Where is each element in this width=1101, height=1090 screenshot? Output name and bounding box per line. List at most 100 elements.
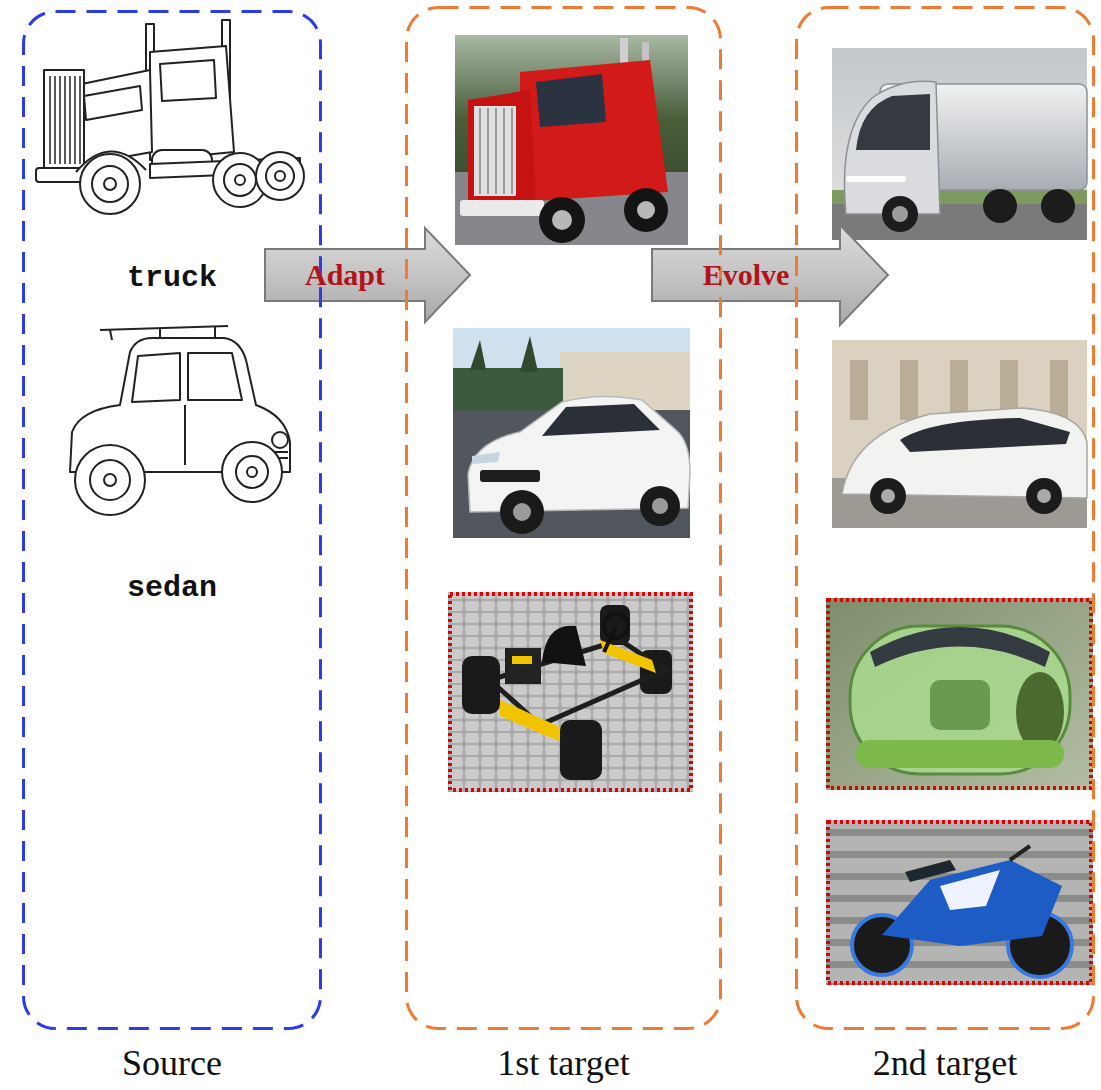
truck-line-drawing [104,178,116,190]
red-truck-photo [460,200,544,216]
futuristic-truck-render [856,94,930,150]
white-sedan-photo [652,498,668,514]
truck-line-drawing [59,76,61,164]
truck-line-drawing [49,76,51,164]
futuristic-car-render [1050,360,1068,420]
futuristic-car-render [1026,478,1062,514]
block-arrow [265,228,470,322]
red-truck-photo [520,60,668,202]
domain-panel: trucksedanSource [22,10,322,1030]
motorbike-render [905,860,956,882]
red-truck-photo [511,108,513,194]
futuristic-car-render [881,489,895,503]
dashed-outline [22,10,322,1030]
go-kart-render [500,700,566,744]
white-sedan-photo [500,490,544,534]
truck-line-drawing [36,20,304,214]
white-sedan-photo [513,503,531,521]
motorbike-render [882,860,1062,946]
red-truck-photo [552,210,572,230]
white-sedan-photo [640,486,680,526]
panel-caption: 1st target [405,1042,722,1084]
class-name: truck [22,260,322,296]
green-pod-render [870,627,1050,667]
go-kart-render [560,720,602,780]
arrow-label: Adapt [305,258,385,292]
futuristic-truck-render [983,189,1017,223]
truck-line-drawing [92,166,128,202]
dashed-outline [405,6,722,1030]
red-truck-photo [637,201,655,219]
white-sedan-photo [453,328,690,538]
truck-line-drawing [224,164,256,196]
dashed-outline [797,8,1094,1029]
motorbike-render [826,820,1093,985]
red-truck-photo [480,108,512,194]
truck-line-drawing [80,154,140,214]
futuristic-truck-render [846,176,906,182]
green-pod-render [850,626,1070,774]
sedan-line-drawing [75,445,145,515]
motorbike-render [940,870,1000,910]
truck-line-drawing [54,76,56,164]
truck-line-drawing [84,86,142,120]
white-sedan-photo [453,368,563,412]
dashed-outline [407,8,721,1029]
futuristic-car-render [832,340,1087,528]
truck-line-drawing [160,60,216,101]
sedan-line-drawing [222,442,282,502]
go-kart-render [462,656,500,714]
arrow-label: Evolve [703,258,790,292]
go-kart-render [505,648,541,684]
go-kart-render [600,605,630,645]
truck-line-drawing [275,171,285,181]
truck-line-drawing [74,76,76,164]
white-sedan-photo [472,452,500,464]
futuristic-truck-render [844,81,940,214]
panel-caption: Source [22,1042,322,1084]
white-sedan-photo [480,470,540,482]
red-truck-photo [468,90,536,212]
domain-panel: 1st target [405,6,722,1030]
futuristic-car-render [1037,489,1051,503]
red-truck-photo [536,74,606,127]
white-sedan-photo [470,340,486,370]
sedan-line-drawing [214,326,216,338]
truck-line-drawing [266,162,294,190]
futuristic-car-render [900,418,1070,452]
sedan-line-drawing [188,353,242,400]
white-sedan-photo [542,404,660,436]
red-truck-photo [455,35,688,245]
sedan-line-drawing [70,326,290,515]
truck-line-drawing [50,76,80,164]
red-truck-photo [539,197,585,243]
sedan-line-drawing [159,328,161,338]
truck-line-drawing [79,76,81,164]
block-arrow [652,225,888,325]
sedan-line-drawing [236,456,268,488]
green-pod-render [828,600,1091,788]
panel-caption: 2nd target [795,1042,1095,1084]
green-pod-render [856,740,1064,768]
go-kart-render [604,626,616,652]
go-kart-render [450,594,691,790]
motorbike-render [828,822,1091,983]
green-pod-render [826,598,1093,790]
red-truck-photo [624,188,668,232]
red-truck-photo [503,108,505,194]
sedan-line-drawing [104,474,116,486]
sedan-line-drawing [132,353,180,402]
futuristic-car-render [870,478,906,514]
go-kart-render [448,592,693,792]
sedan-line-drawing [272,432,288,448]
futuristic-truck-render [892,206,908,222]
go-kart-render [542,626,586,666]
futuristic-truck-render [882,196,918,232]
sedan-line-drawing [247,467,257,477]
futuristic-car-render [900,360,918,420]
green-pod-render [930,680,990,730]
red-truck-photo [479,108,481,194]
